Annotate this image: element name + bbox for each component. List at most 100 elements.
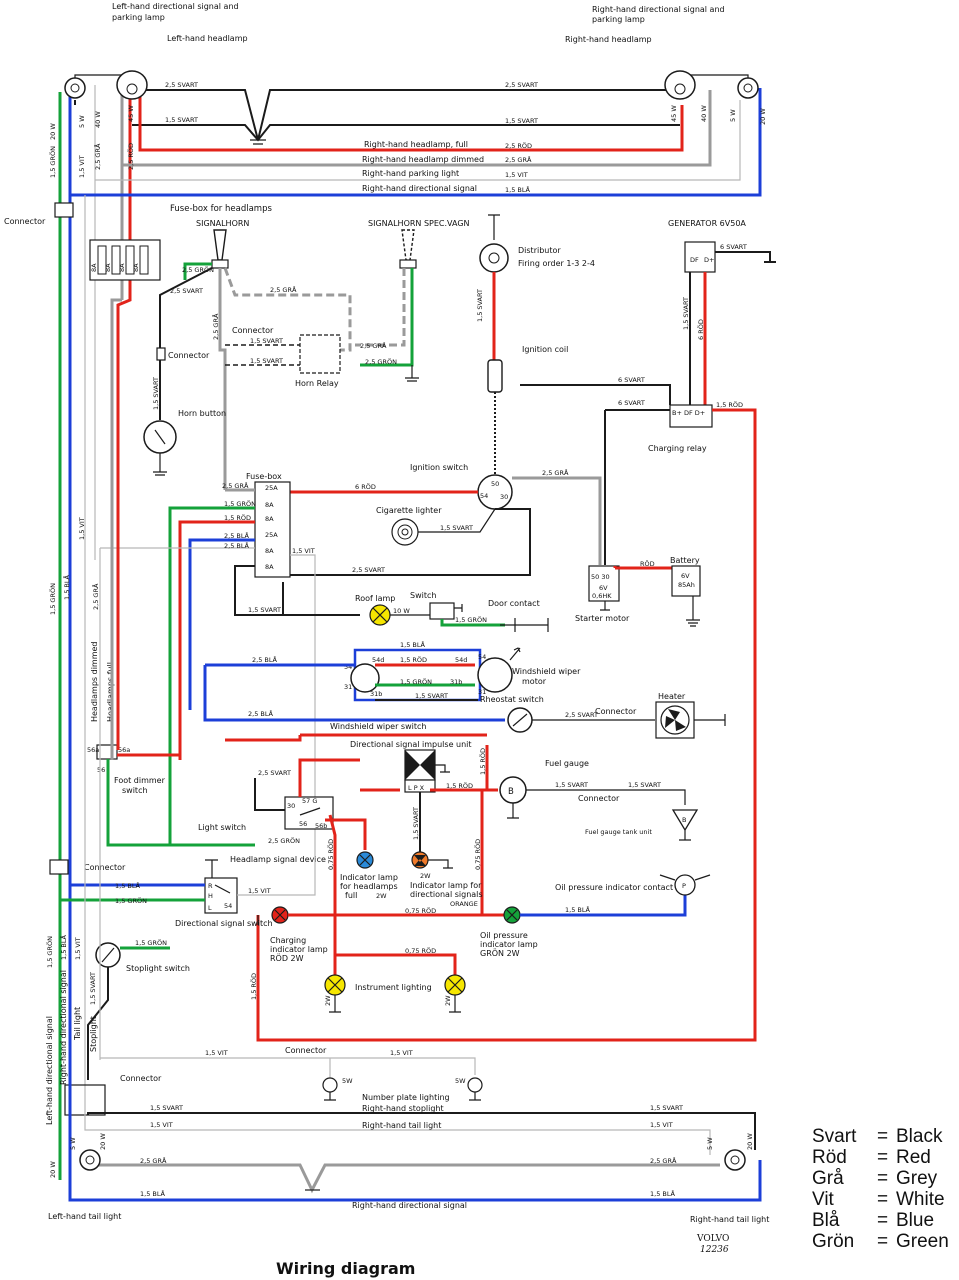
svg-text:Connector: Connector [285,1046,327,1055]
svg-text:1,5 GRÖN: 1,5 GRÖN [400,677,432,686]
svg-text:1,5 SVART: 1,5 SVART [682,297,690,330]
svg-text:1,5 VIT: 1,5 VIT [78,517,86,540]
svg-text:Vit: Vit [812,1189,835,1210]
svg-text:0,75 RÖD: 0,75 RÖD [405,946,436,955]
left-vertical-labels: 1,5 GRÖN 1,5 BLÅ 1,5 VIT 2,5 GRÅ Headlam… [45,517,115,1125]
color-legend: Svart = Black Röd = Red Grå = Grey Vit =… [812,1126,949,1252]
svg-text:1,5 SVART: 1,5 SVART [248,606,281,614]
svg-text:1,5 BLÅ: 1,5 BLÅ [505,185,530,194]
front-lamps [58,70,762,1180]
svg-text:=: = [877,1147,888,1168]
svg-text:Oil pressure: Oil pressure [480,931,528,940]
svg-text:1,5 SVART: 1,5 SVART [250,357,283,365]
svg-text:0,6HK: 0,6HK [592,592,612,600]
svg-text:45 W: 45 W [670,105,678,122]
svg-text:8A: 8A [104,263,112,272]
svg-text:2,5 GRÅ: 2,5 GRÅ [650,1156,677,1165]
svg-text:1,5 GRÖN: 1,5 GRÖN [48,146,57,178]
number-plate-lamp-left [322,1077,338,1093]
svg-text:0,75 RÖD: 0,75 RÖD [473,839,482,870]
svg-text:Fuse-box: Fuse-box [246,472,282,481]
svg-text:2,5 GRÖN: 2,5 GRÖN [182,265,214,274]
svg-text:50: 50 [491,480,499,488]
svg-text:Grå: Grå [812,1168,844,1189]
svg-text:2,5 SVART: 2,5 SVART [170,287,203,295]
svg-text:1,5 BLÅ: 1,5 BLÅ [115,881,140,890]
svg-text:=: = [877,1189,888,1210]
diagram-title: Wiring diagram [276,1259,415,1278]
svg-text:31b: 31b [450,678,462,686]
starter-motor [588,565,620,602]
svg-text:57 G: 57 G [302,797,317,805]
svg-text:8A: 8A [132,263,140,272]
svg-text:Door contact: Door contact [488,599,540,608]
engine-area: Distributor Firing order 1-3 2-4 1,5 SVA… [256,214,776,1042]
svg-text:directional signals: directional signals [410,890,483,899]
svg-text:Headlamps dimmed: Headlamps dimmed [90,641,99,722]
svg-text:2,5 GRÅ: 2,5 GRÅ [91,583,100,610]
svg-text:Right-hand directional signal: Right-hand directional signal and [592,5,725,14]
svg-text:1,5 RÖD: 1,5 RÖD [446,781,473,790]
svg-text:1,5 BLÅ: 1,5 BLÅ [650,1189,675,1198]
svg-text:Right-hand directional signal: Right-hand directional signal [59,970,68,1085]
wiper-area: 54 54d 31 31b 1,5 RÖD 54d 1,5 GRÖN 31b 1… [203,640,726,739]
svg-text:30: 30 [287,802,295,810]
svg-text:Directional signal switch: Directional signal switch [175,919,273,928]
svg-text:85Ah: 85Ah [678,581,695,589]
svg-text:Firing order 1-3 2-4: Firing order 1-3 2-4 [518,259,595,268]
roof-switch [429,602,455,620]
svg-text:1,5 GRÖN: 1,5 GRÖN [115,896,147,905]
stamp: VOLVO 12236 [696,1234,729,1255]
svg-text:1,5 BLÅ: 1,5 BLÅ [62,575,71,600]
svg-text:full: full [345,891,357,900]
svg-text:1,5 VIT: 1,5 VIT [505,171,528,179]
svg-text:1,5 SVART: 1,5 SVART [440,524,473,532]
svg-text:20 W: 20 W [49,1161,57,1178]
svg-text:Instrument lighting: Instrument lighting [355,983,432,992]
svg-text:White: White [896,1189,945,1210]
indicators: Indicator lamp for headlamps full 2W 2W … [49,850,711,1000]
cigarette-lighter [391,518,419,546]
svg-text:8A: 8A [265,547,274,555]
svg-text:Connector: Connector [120,1074,162,1083]
fuel-tank-unit [671,809,699,832]
svg-text:0,75 RÖD: 0,75 RÖD [405,906,436,915]
svg-text:Indicator lamp for: Indicator lamp for [410,881,482,890]
svg-text:1,5 SVART: 1,5 SVART [165,116,198,124]
svg-text:Fuel gauge tank unit: Fuel gauge tank unit [585,828,652,836]
svg-text:5W: 5W [342,1077,353,1085]
svg-text:Rheostat switch: Rheostat switch [480,695,544,704]
signalhorn [213,229,227,261]
svg-text:Ignition switch: Ignition switch [410,463,468,472]
svg-text:Headlamp signal device: Headlamp signal device [230,855,326,864]
svg-text:31: 31 [344,683,352,691]
svg-text:8A: 8A [118,263,126,272]
svg-text:Grey: Grey [896,1168,938,1189]
svg-text:1,5 BLÅ: 1,5 BLÅ [565,905,590,914]
svg-text:=: = [877,1126,888,1147]
svg-text:GRÖN 2W: GRÖN 2W [480,948,520,958]
svg-text:2,5 GRÅ: 2,5 GRÅ [93,143,102,170]
svg-text:Connector: Connector [84,863,126,872]
svg-text:Grön: Grön [812,1231,854,1252]
svg-text:6V: 6V [599,584,608,592]
svg-text:1,5 SVART: 1,5 SVART [415,692,448,700]
svg-text:2,5 GRÅ: 2,5 GRÅ [211,313,220,340]
svg-text:2,5 RÖD: 2,5 RÖD [505,141,532,150]
svg-text:L: L [208,904,212,912]
svg-text:=: = [877,1231,888,1252]
oil-pressure-contact [674,874,696,896]
svg-text:1,5 SVART: 1,5 SVART [476,289,484,322]
charging-relay [669,404,713,428]
svg-text:R: R [208,882,213,890]
svg-text:8A: 8A [90,263,98,272]
svg-text:54: 54 [224,902,232,910]
front-labels: Left-hand directional signal and parking… [48,2,767,194]
svg-text:Röd: Röd [812,1147,847,1168]
svg-text:8A: 8A [265,563,274,571]
svg-text:5W: 5W [455,1077,466,1085]
svg-text:Connector: Connector [578,794,620,803]
svg-text:1,5 SVART: 1,5 SVART [412,807,420,840]
svg-text:2,5 BLÅ: 2,5 BLÅ [224,541,249,550]
